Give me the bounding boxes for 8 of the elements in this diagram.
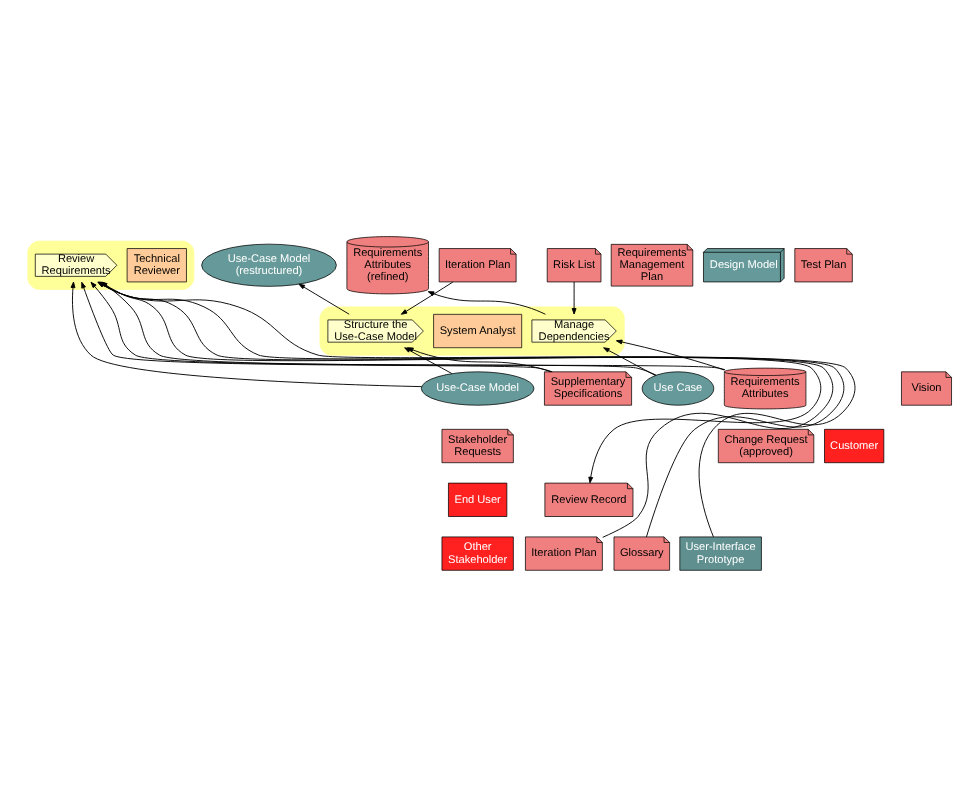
arrow	[400, 280, 454, 314]
arrow	[407, 346, 552, 372]
arrow	[603, 346, 656, 375]
arrow	[298, 282, 350, 314]
arrow	[615, 338, 725, 370]
arrow	[427, 290, 546, 314]
arrow	[404, 346, 453, 373]
arrow	[571, 280, 577, 314]
